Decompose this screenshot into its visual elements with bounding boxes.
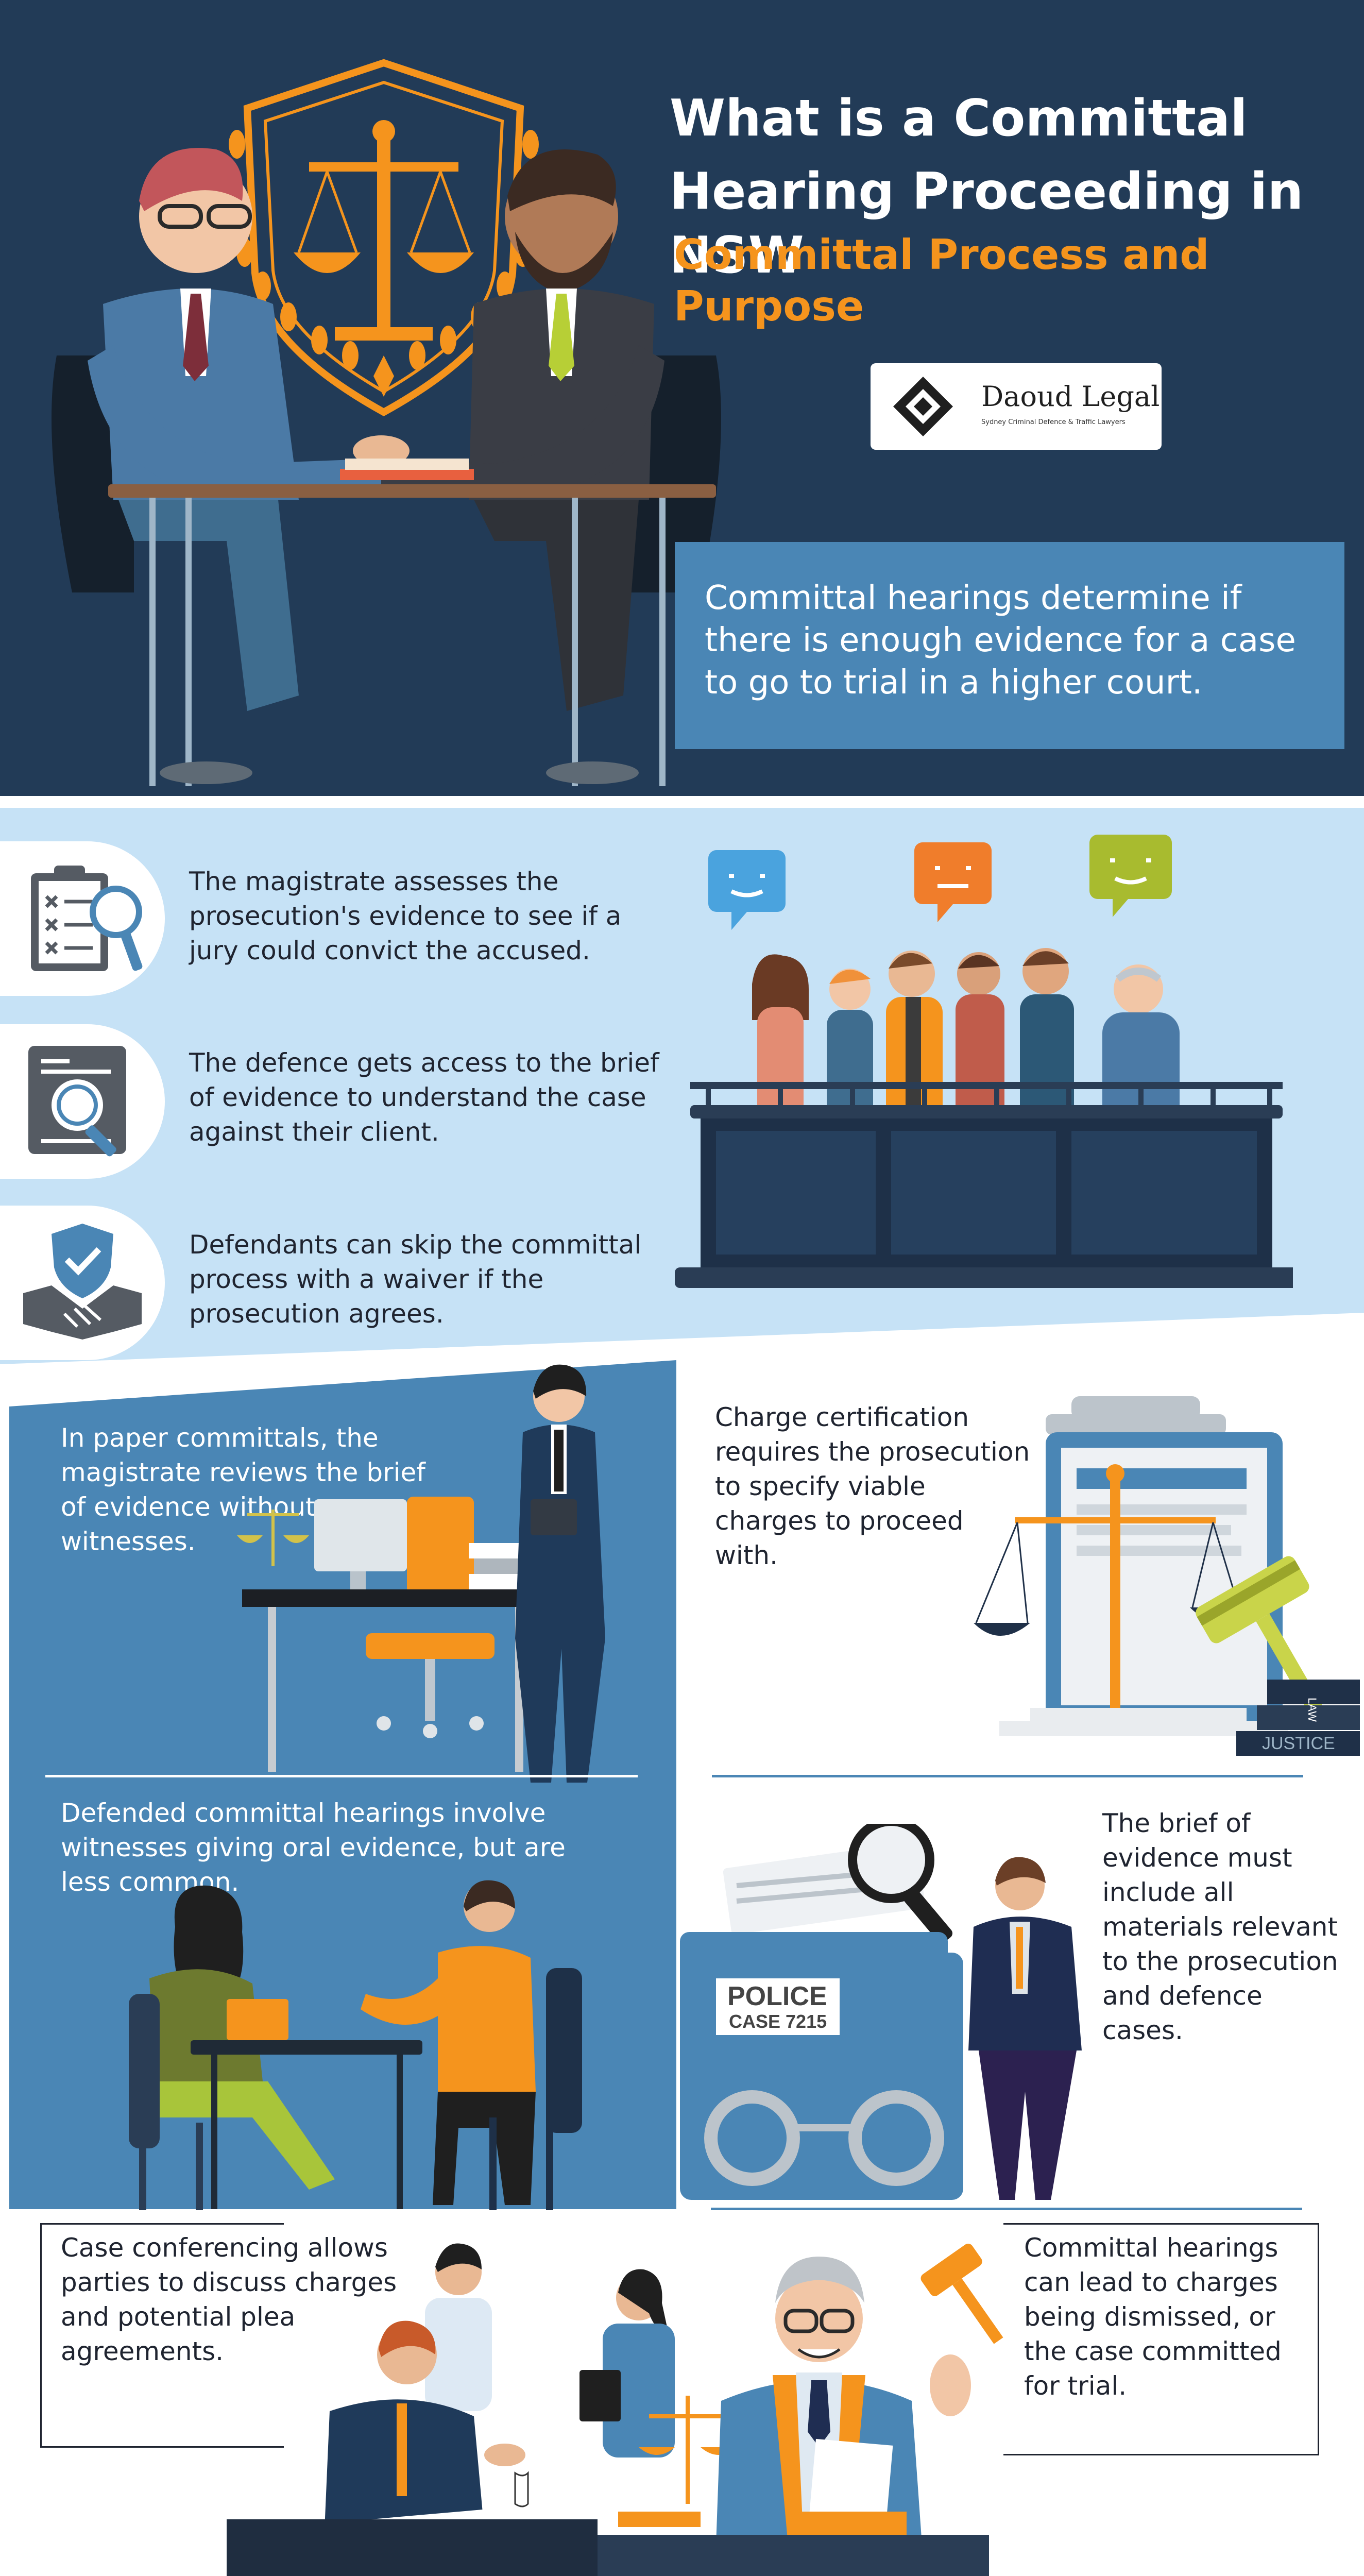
paper-committal-text: In paper committals, the magistrate revi… xyxy=(61,1423,425,1556)
point-text-3: Defendants can skip the committal proces… xyxy=(189,1230,642,1329)
witness-conversation-illustration xyxy=(129,1880,582,2210)
point-text-1: The magistrate assesses the prosecution'… xyxy=(189,867,622,965)
conference-judge-illustration xyxy=(227,2243,1003,2576)
page-title-line2: Hearing Proceeding in NSW xyxy=(670,162,1304,285)
charge-certification-text: Charge certification requires the prosec… xyxy=(715,1402,1030,1570)
lawyers-handshake-illustration xyxy=(52,148,721,786)
brief-evidence-text: The brief of evidence must include all m… xyxy=(1102,1808,1338,2045)
police-case-folder-illustration: POLICE CASE 7215 xyxy=(680,1824,1082,2200)
handshake-shield-icon xyxy=(23,1224,142,1340)
brief-divider xyxy=(711,2208,1302,2210)
case-conferencing-text: Case conferencing allows parties to disc… xyxy=(61,2231,432,2369)
conference-frame xyxy=(40,2223,284,2448)
page-title-line1: What is a Committal xyxy=(670,89,1248,148)
point-text-2: The defence gets access to the brief of … xyxy=(189,1048,659,1147)
clipboard-gavel-illustration: LAW JUSTICE xyxy=(974,1396,1360,1756)
committal-outcome-text: Committal hearings can lead to charges b… xyxy=(1024,2231,1312,2403)
logo-tagline: Sydney Criminal Defence & Traffic Lawyer… xyxy=(981,418,1126,426)
paper-divider xyxy=(45,1775,638,1777)
logo-mark-icon xyxy=(893,377,953,436)
summary-text: Committal hearings determine if there is… xyxy=(705,579,1296,702)
charge-divider xyxy=(712,1775,1303,1777)
book-justice-label: JUSTICE xyxy=(1262,1734,1335,1753)
jury-box-illustration xyxy=(675,835,1293,1288)
police-label: POLICE xyxy=(727,1981,827,2011)
page-subtitle: Committal Process and Purpose xyxy=(674,231,1209,330)
document-search-icon xyxy=(28,1046,126,1157)
book-law-label: LAW xyxy=(1306,1698,1319,1722)
logo-box[interactable]: Daoud Legal Sydney Criminal Defence & Tr… xyxy=(871,363,1162,450)
summary-box xyxy=(675,542,1344,749)
case-number-label: CASE 7215 xyxy=(729,2011,827,2032)
logo-name: Daoud Legal xyxy=(981,380,1160,413)
checklist-magnifier-icon xyxy=(31,866,143,971)
outcome-frame xyxy=(1003,2223,1319,2455)
office-desk-illustration xyxy=(237,1364,605,1783)
